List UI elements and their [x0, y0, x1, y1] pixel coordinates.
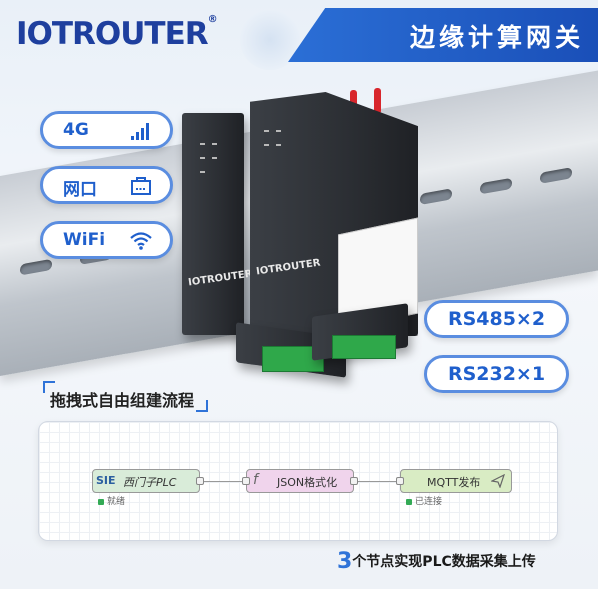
send-icon	[491, 474, 505, 488]
title-bracket	[43, 381, 55, 393]
status-led	[200, 143, 205, 145]
node-status: 就绪	[98, 494, 125, 507]
flow-node-plc[interactable]: SIE 西门子PLC	[92, 469, 204, 493]
status-ok-icon	[406, 498, 412, 505]
registered-mark: ®	[207, 14, 218, 25]
rail-slot	[540, 167, 572, 184]
flow-node-json[interactable]: f JSON格式化	[242, 469, 358, 493]
flow-wire	[356, 481, 400, 482]
status-led	[264, 130, 269, 132]
ethernet-port-icon	[131, 177, 151, 195]
status-led	[276, 144, 281, 146]
brand-name: IOTROUTER	[16, 16, 209, 52]
siemens-badge: SIE	[96, 474, 116, 487]
signal-bars-icon	[131, 123, 149, 140]
wifi-icon	[130, 232, 152, 250]
rail-slot	[480, 177, 512, 195]
status-led	[200, 157, 205, 159]
feature-label: WiFi	[63, 230, 106, 250]
feature-pill-4g: 4G	[40, 111, 173, 149]
antenna	[374, 88, 381, 114]
flow-summary-text: 个节点实现PLC数据采集上传	[352, 554, 536, 570]
gateway-device-small: IOTROUTER	[182, 113, 253, 335]
feature-pill-ethernet: 网口	[40, 166, 173, 204]
brand-logo: IOTROUTER®	[16, 14, 218, 52]
node-status-text: 就绪	[107, 497, 126, 507]
input-port[interactable]	[396, 477, 404, 485]
spec-tag-rs232: RS232×1	[424, 355, 569, 393]
rail-slot	[20, 258, 52, 276]
status-led	[212, 143, 217, 145]
page-title: 边缘计算网关	[409, 23, 584, 52]
flow-node-mqtt[interactable]: MQTT发布	[396, 469, 512, 493]
spec-tag-rs485: RS485×2	[424, 300, 569, 338]
flow-summary: 3个节点实现PLC数据采集上传	[337, 549, 536, 574]
output-port[interactable]	[196, 477, 204, 485]
node-count: 3	[337, 549, 353, 574]
status-led	[200, 171, 205, 173]
feature-pill-wifi: WiFi	[40, 221, 173, 259]
rail-slot	[420, 188, 452, 205]
status-led	[212, 157, 217, 159]
terminal-block	[332, 335, 396, 359]
output-port[interactable]	[350, 477, 358, 485]
status-led	[276, 130, 281, 132]
feature-label: 4G	[63, 120, 89, 140]
status-ok-icon	[98, 498, 104, 505]
feature-label: 网口	[63, 180, 97, 200]
title-banner	[288, 8, 598, 62]
flow-section-title: 拖拽式自由组建流程	[50, 391, 195, 410]
node-label: 西门子PLC	[123, 476, 177, 489]
node-status: 已连接	[406, 494, 442, 507]
node-label: MQTT发布	[427, 476, 481, 489]
node-label: JSON格式化	[277, 476, 338, 489]
input-port[interactable]	[242, 477, 250, 485]
title-bracket	[196, 400, 208, 412]
flow-wire	[204, 481, 246, 482]
status-led	[264, 144, 269, 146]
device-brand-mark: IOTROUTER	[255, 257, 322, 278]
function-icon: f	[253, 472, 258, 488]
device-brand-mark: IOTROUTER	[187, 268, 254, 289]
node-status-text: 已连接	[415, 497, 443, 507]
